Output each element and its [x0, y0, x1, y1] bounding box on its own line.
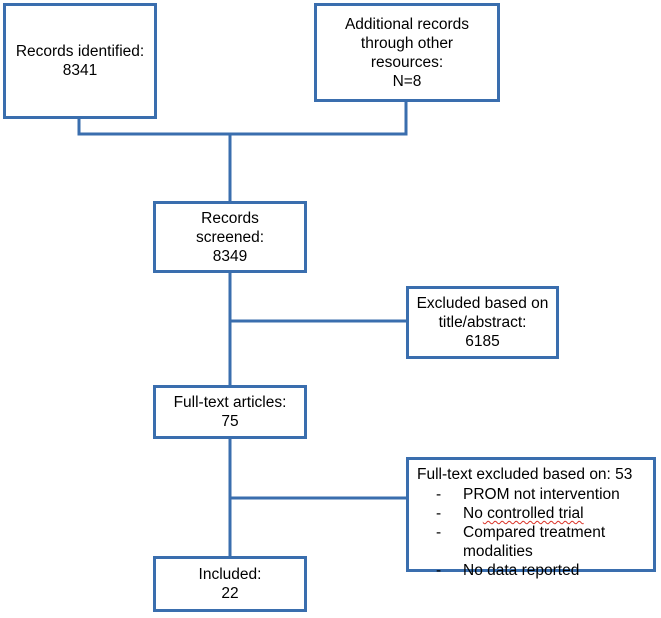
excluded-title-label-2: title/abstract:	[438, 314, 527, 331]
exclusion-reason: - Compared treatment modalities	[417, 523, 645, 561]
exclusion-reason: - PROM not intervention	[417, 485, 645, 504]
exclusion-reason: - No controlled trial	[417, 504, 645, 523]
exclusion-reason-text-continued: modalities	[463, 543, 533, 560]
list-dash: -	[436, 562, 442, 579]
list-dash: -	[436, 505, 442, 522]
exclusion-reason: - No data reported	[417, 561, 645, 580]
additional-records-label-3: resources:	[370, 53, 444, 71]
list-dash: -	[436, 524, 442, 541]
excluded-title-abstract-box: Excluded based on title/abstract: 6185	[406, 286, 559, 359]
fulltext-articles-label: Full-text articles:	[173, 394, 287, 411]
exclusion-reason-list: - PROM not intervention - No controlled …	[417, 485, 645, 580]
fulltext-excluded-title: Full-text excluded based on: 53	[417, 466, 633, 483]
additional-records-label-1: Additional records	[344, 15, 470, 33]
records-identified-label: Records identified:	[15, 43, 145, 60]
records-screened-label-2: screened:	[195, 228, 265, 246]
exclusion-reason-text: PROM not intervention	[463, 486, 620, 503]
exclusion-reason-text: No	[463, 505, 483, 522]
records-screened-box: Records screened: 8349	[153, 201, 307, 273]
excluded-title-count: 6185	[465, 333, 500, 350]
additional-records-count: N=8	[392, 72, 422, 90]
records-screened-count: 8349	[212, 247, 248, 265]
included-box: Included: 22	[153, 556, 307, 612]
additional-records-box: Additional records through other resourc…	[314, 3, 500, 102]
included-label: Included:	[198, 566, 262, 583]
excluded-title-label-1: Excluded based on	[416, 295, 549, 312]
records-screened-label-1: Records	[201, 209, 259, 227]
fulltext-excluded-box: Full-text excluded based on: 53 - PROM n…	[406, 457, 656, 579]
list-dash: -	[436, 486, 442, 503]
spellcheck-underline-space: controlled trial	[482, 505, 584, 522]
records-identified-box: Records identified: 8341	[3, 3, 157, 119]
records-identified-count: 8341	[62, 62, 98, 79]
exclusion-reason-text: Compared treatment	[463, 524, 606, 541]
fulltext-articles-count: 75	[221, 413, 239, 430]
fulltext-articles-box: Full-text articles: 75	[153, 385, 307, 439]
additional-records-label-2: through other	[360, 34, 454, 52]
exclusion-reason-text: No data reported	[463, 562, 580, 579]
included-count: 22	[221, 585, 239, 602]
